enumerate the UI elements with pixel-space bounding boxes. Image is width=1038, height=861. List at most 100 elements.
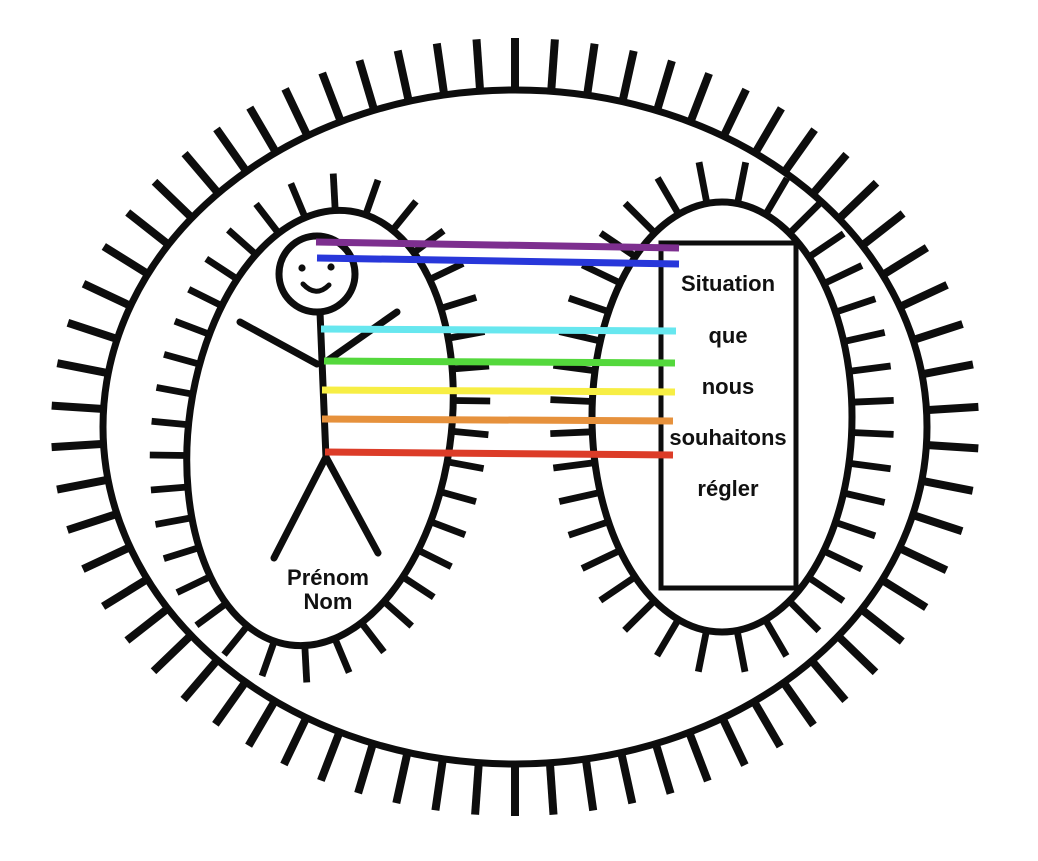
tick-mark bbox=[695, 161, 711, 205]
tick-mark bbox=[920, 476, 974, 495]
tick-mark bbox=[81, 543, 132, 573]
stick-figure bbox=[236, 232, 401, 562]
tick-mark bbox=[898, 281, 949, 311]
person-bubble-ellipse bbox=[183, 206, 457, 650]
person-label-line-2: Nom bbox=[304, 589, 353, 614]
tick-mark bbox=[911, 511, 964, 535]
tick-mark bbox=[751, 106, 785, 156]
stick-figure-right-eye bbox=[327, 263, 335, 271]
tick-mark bbox=[654, 176, 682, 217]
tick-mark bbox=[400, 574, 436, 601]
stick-figure-left-leg bbox=[270, 453, 330, 562]
stick-figure-left-eye bbox=[298, 264, 306, 272]
tick-mark bbox=[859, 606, 905, 645]
tick-mark bbox=[155, 384, 194, 398]
tick-mark bbox=[194, 600, 229, 629]
tick-mark bbox=[175, 573, 212, 596]
tick-mark bbox=[834, 519, 877, 540]
tick-mark bbox=[381, 598, 414, 629]
tick-mark bbox=[734, 161, 750, 205]
tick-mark bbox=[842, 489, 886, 506]
tick-mark bbox=[618, 50, 638, 103]
tick-mark bbox=[653, 59, 676, 112]
tick-mark bbox=[835, 633, 879, 676]
tick-mark bbox=[204, 255, 240, 282]
tick-mark bbox=[362, 178, 382, 217]
tick-mark bbox=[780, 680, 817, 728]
tick-mark bbox=[149, 451, 187, 459]
tick-mark bbox=[162, 544, 201, 562]
tick-mark bbox=[552, 459, 596, 472]
tick-mark bbox=[446, 458, 485, 472]
tick-mark bbox=[125, 209, 171, 248]
tick-mark bbox=[392, 751, 412, 804]
tick-mark bbox=[806, 574, 846, 604]
tick-mark bbox=[331, 637, 353, 674]
tick-mark bbox=[428, 260, 465, 283]
tick-mark bbox=[187, 286, 224, 309]
tick-mark bbox=[390, 199, 419, 233]
tick-mark bbox=[787, 201, 822, 236]
tick-mark bbox=[879, 576, 929, 611]
situation-label-line-3: nous bbox=[702, 374, 755, 399]
tick-mark bbox=[822, 547, 864, 573]
tick-mark bbox=[56, 475, 109, 494]
tick-mark bbox=[429, 518, 467, 539]
outer-boundary-ticks bbox=[51, 38, 979, 816]
tick-mark bbox=[651, 742, 675, 795]
person-label-line-1: Prénom bbox=[287, 565, 369, 590]
tick-mark bbox=[51, 401, 104, 413]
tick-mark bbox=[246, 105, 280, 155]
tick-mark bbox=[317, 730, 344, 782]
tick-mark bbox=[173, 317, 211, 338]
tick-mark bbox=[472, 39, 485, 92]
tick-mark bbox=[617, 751, 637, 805]
tick-mark bbox=[622, 598, 657, 633]
cord-orange bbox=[321, 415, 674, 425]
tick-mark bbox=[150, 483, 189, 494]
tick-mark bbox=[226, 227, 259, 258]
tick-mark bbox=[848, 362, 892, 375]
tick-mark bbox=[581, 758, 598, 812]
tick-mark bbox=[329, 173, 339, 211]
situation-box-group: Situation que nous souhaitons régler bbox=[658, 240, 799, 591]
outer-boundary-ellipse bbox=[99, 86, 931, 768]
tick-mark bbox=[354, 742, 377, 795]
tick-mark bbox=[718, 716, 749, 767]
tick-mark bbox=[762, 176, 790, 217]
tick-mark bbox=[622, 200, 658, 236]
tick-mark bbox=[355, 59, 379, 112]
situation-bubble-ellipse bbox=[588, 198, 856, 636]
person-bubble-group bbox=[149, 173, 491, 683]
tick-mark bbox=[750, 699, 784, 749]
tick-mark bbox=[451, 362, 490, 373]
cord-yellow bbox=[321, 386, 676, 396]
tick-mark bbox=[880, 244, 930, 279]
tick-mark bbox=[301, 645, 311, 683]
tick-mark bbox=[859, 210, 906, 249]
tick-mark bbox=[180, 657, 221, 703]
person-label-group: Prénom Nom bbox=[287, 565, 369, 614]
situation-label-line-1: Situation bbox=[681, 271, 775, 296]
tick-mark bbox=[733, 629, 749, 673]
cord-red bbox=[324, 448, 674, 459]
outer-boundary-group bbox=[51, 38, 979, 816]
tick-mark bbox=[545, 762, 558, 815]
tick-mark bbox=[809, 151, 850, 197]
tick-mark bbox=[81, 280, 133, 310]
tick-mark bbox=[471, 762, 483, 815]
tick-mark bbox=[911, 320, 964, 344]
tick-mark bbox=[567, 518, 610, 539]
tick-mark bbox=[66, 319, 119, 343]
situation-bubble-group bbox=[550, 161, 894, 673]
tick-mark bbox=[921, 360, 974, 379]
situation-label-line-5: régler bbox=[697, 476, 759, 501]
tick-mark bbox=[439, 488, 477, 505]
tick-mark bbox=[558, 489, 601, 505]
cord-purple bbox=[315, 238, 680, 252]
stick-figure-right-leg bbox=[322, 453, 382, 557]
tick-mark bbox=[393, 49, 413, 103]
tick-mark bbox=[154, 514, 193, 528]
